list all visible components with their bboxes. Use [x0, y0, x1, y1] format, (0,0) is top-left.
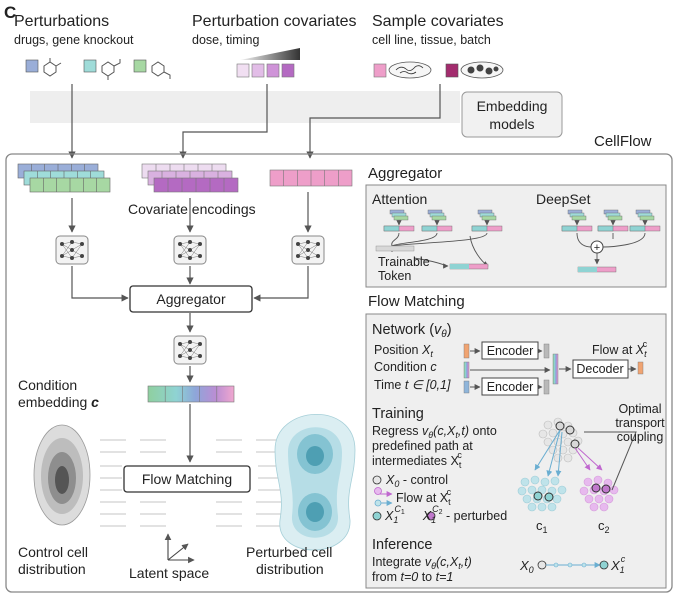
perturbations-subtitle: drugs, gene knockout	[14, 33, 134, 47]
inference-start: X0	[519, 558, 534, 575]
trainable-label-line1: Trainable	[378, 255, 430, 269]
condition-label: Condition c	[374, 360, 437, 374]
regress-line1: Regress vθ(c,Xt,t) onto	[372, 424, 497, 440]
dose-icons	[236, 48, 300, 78]
drug-icons	[25, 58, 171, 80]
optimal-line3: coupling	[617, 430, 664, 444]
sample-icons	[373, 61, 504, 79]
condition-embedding-line2: embedding c	[18, 394, 99, 410]
position-label: Position Xt	[374, 343, 433, 359]
control-label-line2: distribution	[18, 561, 86, 577]
deepset-arrows	[574, 220, 648, 265]
embedding-models-line2: models	[489, 116, 534, 132]
sample-covariates-title: Sample covariates	[372, 13, 504, 30]
perturbation-covariates-title: Perturbation covariates	[192, 13, 357, 30]
integrate-line2: from t=0 to t=1	[372, 570, 453, 584]
inference-path: X0 X1c	[519, 554, 626, 575]
encoder-box-1	[481, 341, 539, 360]
flow-at-label: Flow at Xtc	[592, 339, 648, 359]
network-icon-2	[173, 235, 207, 265]
aggregator-section-title: Aggregator	[368, 165, 442, 182]
deepset-output	[577, 266, 617, 273]
deepset-inputs	[561, 209, 661, 232]
latent-space-label: Latent space	[129, 565, 209, 581]
flow-matching-section-title: Flow Matching	[368, 293, 465, 310]
encoding-arrows	[68, 192, 312, 233]
encoder-box-2	[481, 377, 539, 396]
attention-label: Attention	[372, 191, 427, 207]
inference-title: Inference	[372, 537, 432, 553]
covariate-encodings-label: Covariate encodings	[128, 201, 256, 217]
network-icon-3	[291, 235, 325, 265]
aggregator-arrows	[71, 266, 309, 302]
encoder-label-2: Encoder	[487, 380, 534, 394]
sample-covariates-subtitle: cell line, tissue, batch	[372, 33, 491, 47]
deepset-label: DeepSet	[536, 191, 591, 207]
flow-matching-box-label: Flow Matching	[142, 471, 232, 487]
network-icon-4	[173, 335, 207, 365]
drug-encodings	[17, 163, 111, 193]
latent-flow-field	[100, 439, 282, 527]
optimal-transport-scatter	[517, 417, 637, 512]
perturbed-label-line2: distribution	[256, 561, 324, 577]
trainable-label-line2: Token	[378, 269, 411, 283]
input-arrows	[68, 84, 441, 159]
trainable-token	[375, 245, 489, 270]
aggregator-box: Aggregator	[129, 285, 253, 313]
cellflow-frame	[5, 153, 673, 593]
control-label-line1: Control cell	[18, 544, 88, 560]
sum-node	[590, 240, 604, 254]
optimal-line1: Optimal	[618, 402, 661, 416]
perturbed-label-line1: Perturbed cell	[246, 544, 332, 560]
inference-end: X1c	[610, 554, 626, 575]
decoder-box	[572, 359, 629, 379]
network-icon-1	[55, 235, 89, 265]
perturbation-covariates-subtitle: dose, timing	[192, 33, 259, 47]
network-title: Network (vθ)	[372, 322, 452, 340]
attention-inputs	[383, 209, 503, 232]
attention-arrows	[391, 220, 490, 269]
network-arrows	[470, 348, 637, 390]
cluster1-label: c1	[536, 518, 548, 535]
sum-node-symbol: +	[594, 242, 600, 254]
dose-encodings	[141, 163, 239, 193]
condition-embedding-line1: Condition	[18, 377, 77, 393]
optimal-line2: transport	[615, 416, 665, 430]
control-distribution	[33, 424, 91, 526]
cellflow-label: CellFlow	[594, 133, 652, 150]
regress-line2: predefined path at	[372, 439, 473, 453]
legend-control: X0 - control	[385, 473, 448, 489]
integrate-line1: Integrate vθ(c,Xt,t)	[372, 555, 472, 571]
regress-line3: intermediates Xtc	[372, 450, 462, 470]
latent-axes-icon	[164, 533, 195, 564]
cluster2-label: c2	[598, 518, 610, 535]
training-title: Training	[372, 406, 424, 422]
sample-encoding	[269, 169, 353, 187]
embedding-models-line1: Embedding	[477, 98, 548, 114]
panel-letter: C	[4, 3, 16, 22]
flow-matching-box: Flow Matching	[123, 465, 251, 493]
time-label: Time t ∈ [0,1]	[374, 378, 451, 392]
perturbed-distribution	[274, 413, 356, 551]
encoder-label-1: Encoder	[487, 344, 534, 358]
perturbations-title: Perturbations	[14, 13, 109, 30]
legend-flow: Flow at Xtc	[396, 487, 452, 507]
decoder-label: Decoder	[576, 362, 623, 376]
aggregator-box-label: Aggregator	[156, 291, 226, 307]
embedding-models-box: Embedding models	[461, 91, 563, 138]
network-input-vectors	[463, 343, 644, 395]
condition-embedding-bar	[147, 385, 235, 403]
